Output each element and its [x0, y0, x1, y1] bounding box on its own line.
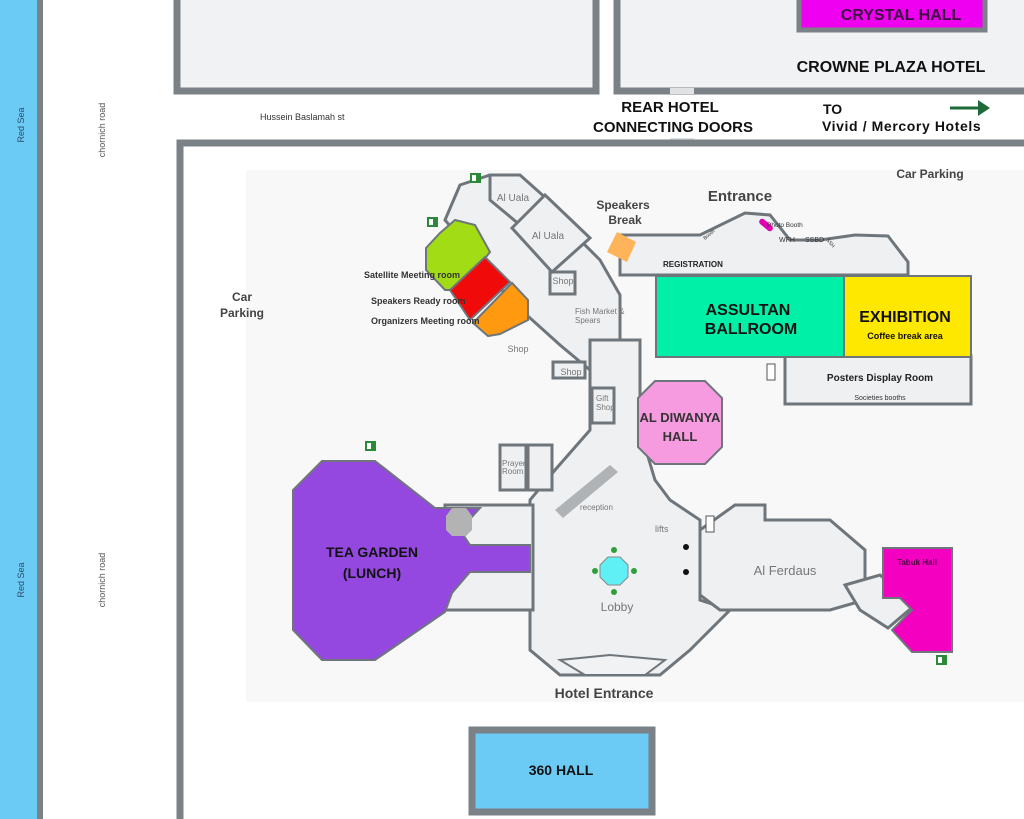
tabuk-hall[interactable] — [882, 547, 953, 653]
ballroom-label-line2: BALLROOM — [705, 321, 797, 338]
exhibition-label: EXHIBITION — [859, 309, 951, 326]
diwanya-label-line2: HALL — [663, 429, 698, 444]
red-sea-label-top: Red Sea — [16, 107, 26, 142]
pillar — [683, 569, 689, 575]
chornich-road-label-top: chornich road — [97, 103, 107, 158]
tabuk-hall-label: Tabuk Hall — [897, 558, 937, 567]
speakers-break-label-line2: Break — [608, 213, 642, 227]
diwanya-label-line1: AL DIWANYA — [640, 410, 722, 425]
speakers-ready-label: Speakers Ready room — [371, 296, 466, 306]
speakers-break-label-line1: Speakers — [596, 198, 650, 212]
assultan-ballroom[interactable] — [655, 275, 845, 358]
pillar — [683, 544, 689, 550]
corridors — [443, 173, 973, 677]
photo-booth-label: Photo Booth — [767, 222, 803, 229]
elevator-icon-posters — [766, 363, 776, 381]
crowne-plaza-label: CROWNE PLAZA HOTEL — [797, 59, 986, 76]
tea-garden-label-line2: (LUNCH) — [343, 565, 401, 581]
satellite-label: Satellite Meeting room — [364, 270, 460, 280]
al-uala-room-2[interactable] — [509, 192, 593, 275]
speakers-ready-room[interactable] — [448, 255, 512, 322]
car-parking-left-line2: Parking — [220, 306, 264, 320]
car-parking-right: Car Parking — [896, 167, 963, 181]
coffee-break-label: Coffee break area — [867, 331, 944, 341]
shop-1-label: Shop — [552, 276, 573, 286]
car-parking-left-line1: Car — [232, 290, 252, 304]
al-diwanya-hall[interactable] — [637, 380, 723, 465]
exit-sign-icon — [365, 441, 376, 451]
prayer-room-label-line1: Prayer — [502, 459, 526, 468]
exit-sign-icon — [427, 217, 438, 227]
posters-label: Posters Display Room — [827, 373, 933, 384]
hall-360-label: 360 HALL — [529, 762, 594, 778]
wfh-label: WFH — [779, 237, 795, 244]
entrance-label: Entrance — [708, 188, 772, 205]
fish-market-label-line1: Fish Market & — [575, 307, 625, 316]
rear-door-top — [670, 88, 694, 94]
ssbd-label: SSBD — [805, 237, 824, 244]
hotel-entrance-canopy — [556, 653, 668, 676]
small-booth-right-label: SSH — [824, 237, 835, 249]
hotel-entrance-label: Hotel Entrance — [555, 685, 654, 701]
rear-doors-label-line1: REAR HOTEL — [621, 99, 719, 116]
hall-360[interactable] — [468, 726, 656, 816]
exit-sign-icon — [470, 173, 481, 183]
lifts-label: lifts — [655, 524, 669, 534]
elevator-icon-lobby — [705, 515, 715, 533]
arrow-right-icon — [950, 100, 990, 116]
plant-icons — [592, 547, 637, 595]
crystal-hall[interactable] — [796, 0, 988, 33]
hotel-lot-outline — [176, 139, 1024, 819]
gift-shop-label-line2: Shop — [596, 403, 615, 412]
red-sea — [0, 0, 37, 819]
coast-wall — [37, 0, 43, 819]
red-sea-label-bottom: Red Sea — [16, 562, 26, 597]
al-uala-1-label: Al Uala — [497, 193, 530, 204]
lobby-fountain — [599, 556, 629, 586]
street-label: Hussein Baslamah st — [260, 112, 345, 122]
exhibition-hall[interactable] — [843, 275, 972, 358]
fish-market-label-line2: Spears — [575, 316, 600, 325]
organizers-label: Organizers Meeting room — [371, 316, 480, 326]
lobby-label: Lobby — [601, 600, 634, 614]
al-uala-2-label: Al Uala — [532, 231, 565, 242]
tea-garden-pillar — [446, 508, 472, 536]
crystal-hall-label: CRYSTAL HALL — [841, 7, 962, 24]
chornich-road-label-bottom: chornich road — [97, 553, 107, 608]
exit-sign-icon — [936, 655, 947, 665]
to-label: TO — [823, 101, 842, 117]
rear-doors-label-line2: CONNECTING DOORS — [593, 119, 753, 136]
reception-label: reception — [580, 503, 613, 512]
speakers-break-area[interactable] — [607, 232, 636, 262]
photo-booth[interactable] — [758, 218, 774, 233]
registration-label: REGISTRATION — [663, 260, 723, 269]
shop-2-label: Shop — [507, 344, 528, 354]
shop-3-label: Shop — [560, 367, 581, 377]
to-hotels-label: Vivid / Mercory Hotels — [822, 118, 981, 134]
ballroom-label-line1: ASSULTAN — [706, 302, 791, 319]
societies-label: Societies booths — [854, 395, 906, 402]
prayer-room-label-line2: Room — [502, 467, 524, 476]
gift-shop-label-line1: Gift — [596, 394, 609, 403]
organizers-meeting-room[interactable] — [471, 281, 529, 338]
reception-desk — [555, 465, 618, 518]
al-ferdaus-label: Al Ferdaus — [754, 563, 817, 578]
tea-garden-label-line1: TEA GARDEN — [326, 544, 418, 560]
building-block-top-left — [173, 0, 600, 95]
